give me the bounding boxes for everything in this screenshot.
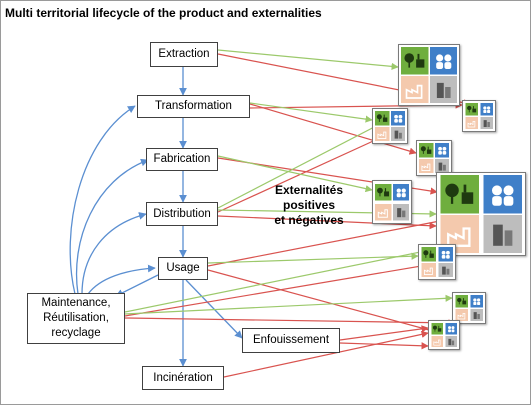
externality-tile: [398, 44, 460, 106]
buildings-icon: [445, 335, 458, 347]
externality-tile: [418, 244, 456, 280]
factory-sketch-icon: [465, 116, 479, 129]
loop-arrow-fabrication: [75, 158, 149, 295]
externality-tile: [416, 140, 452, 176]
trees-factory-icon: [465, 103, 479, 116]
factory-sketch-icon: [421, 262, 437, 277]
externality-tile: [436, 172, 526, 256]
buildings-icon: [438, 262, 454, 277]
externality-tile: [452, 292, 486, 324]
trees-factory-icon: [421, 247, 437, 262]
trees-factory-icon: [455, 295, 469, 308]
factory-sketch-icon: [431, 335, 444, 347]
factory-sketch-icon: [375, 126, 390, 141]
node-distribution: Distribution: [146, 202, 218, 226]
buildings-icon: [390, 126, 405, 141]
node-usage: Usage: [158, 257, 208, 280]
buildings-icon: [470, 308, 484, 321]
trees-factory-icon: [419, 143, 434, 158]
loop-arrow-usage: [87, 264, 156, 295]
node-incineration: Incinération: [142, 366, 224, 390]
buildings-icon: [434, 158, 449, 173]
people-icon: [429, 47, 457, 75]
factory-sketch-icon: [375, 203, 392, 222]
people-icon: [482, 175, 524, 214]
node-enfouissement: Enfouissement: [242, 328, 340, 353]
externality-tile: [428, 320, 460, 350]
people-icon: [480, 103, 494, 116]
figure-title: Multi territorial lifecycle of the produ…: [5, 6, 322, 20]
loop-arrow-distribution: [81, 212, 147, 295]
buildings-icon: [429, 75, 457, 103]
trees-factory-icon: [375, 183, 392, 202]
factory-sketch-icon: [401, 75, 429, 103]
factory-sketch-icon: [419, 158, 434, 173]
externality-tile: [462, 100, 496, 132]
trees-factory-icon: [431, 323, 444, 335]
loop-arrow-transformation: [69, 105, 136, 295]
trees-factory-icon: [375, 111, 390, 126]
people-icon: [470, 295, 484, 308]
trees-factory-icon: [401, 47, 429, 75]
people-icon: [390, 111, 405, 126]
buildings-icon: [480, 116, 494, 129]
people-icon: [445, 323, 458, 335]
trees-factory-icon: [439, 175, 481, 214]
flow-arrow-usage-enfouissement: [185, 279, 243, 339]
node-fabrication: Fabrication: [146, 148, 218, 171]
node-maintenance: Maintenance, Réutilisation, recyclage: [27, 293, 125, 344]
externalities-label: Externalités positives et négatives: [274, 183, 344, 227]
buildings-icon: [482, 214, 524, 253]
flow-arrow-usage-maintenance: [115, 274, 159, 297]
node-transformation: Transformation: [137, 95, 250, 118]
people-icon: [392, 183, 409, 202]
people-icon: [434, 143, 449, 158]
externality-tile: [372, 108, 408, 144]
node-extraction: Extraction: [150, 42, 218, 67]
people-icon: [438, 247, 454, 262]
buildings-icon: [392, 203, 409, 222]
factory-sketch-icon: [455, 308, 469, 321]
externality-tile: [372, 180, 412, 224]
